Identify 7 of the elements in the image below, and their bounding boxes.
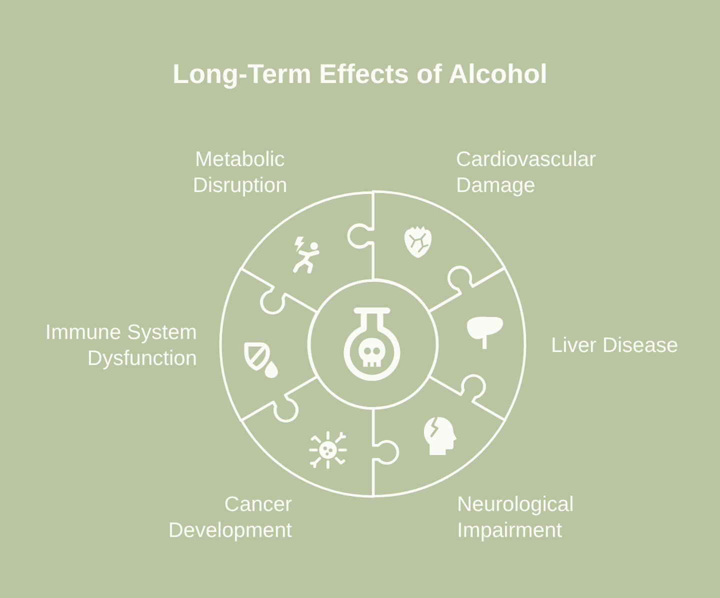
segment-label: Cancer Development xyxy=(167,492,292,544)
diagram-title: Long-Term Effects of Alcohol xyxy=(172,58,548,90)
segment-label: Cardiovascular Damage xyxy=(456,147,598,199)
segment-label: Neurological Impairment xyxy=(457,492,575,544)
segment-label: Liver Disease xyxy=(550,332,680,359)
segment-label: Immune System Dysfunction xyxy=(44,320,197,372)
segment-label: Metabolic Disruption xyxy=(192,147,288,199)
